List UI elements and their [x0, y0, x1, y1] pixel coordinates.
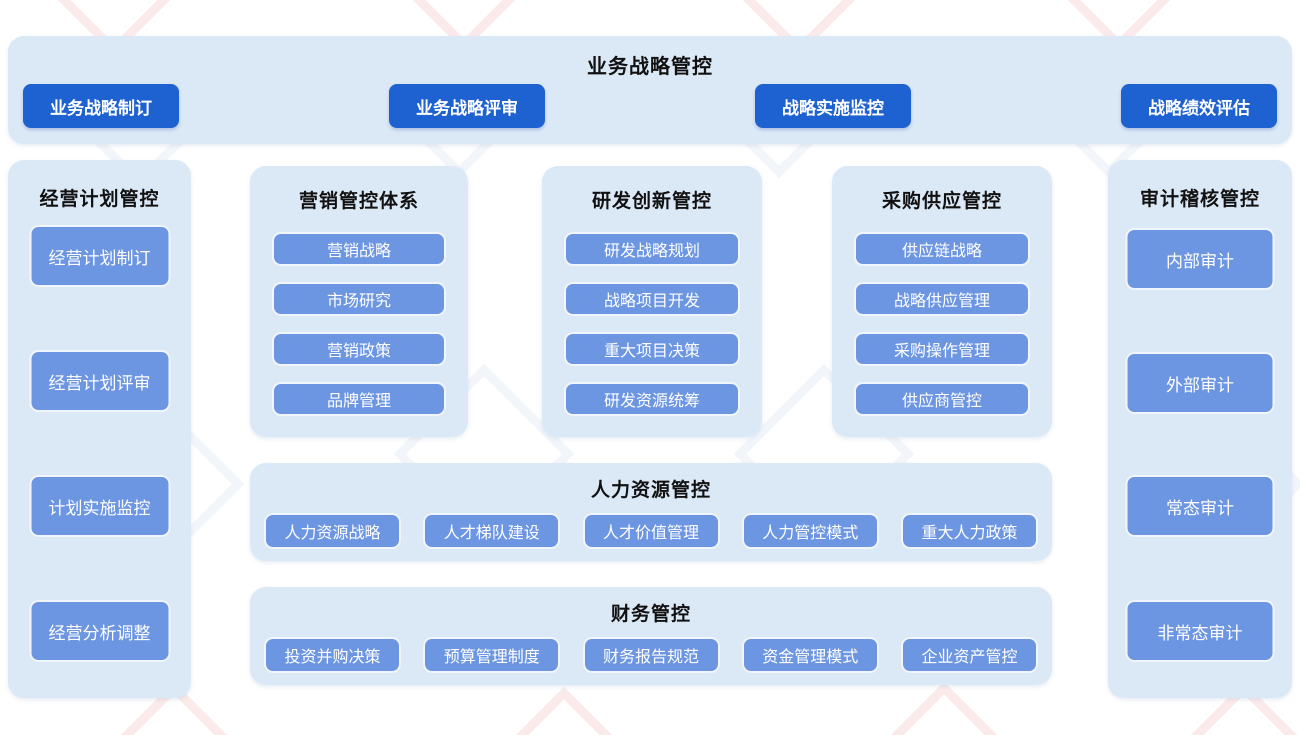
- panel-business-strategy: 业务战略管控 业务战略制订 业务战略评审 战略实施监控 战略绩效评估: [8, 36, 1292, 144]
- box-strategy-review: 业务战略评审: [389, 84, 545, 128]
- box-external-audit: 外部审计: [1125, 352, 1275, 414]
- panel-title: 审计稽核管控: [1139, 189, 1260, 210]
- box-major-project-decision: 重大项目决策: [564, 332, 740, 366]
- box-supply-chain-strategy: 供应链战略: [854, 232, 1030, 266]
- box-plan-review: 经营计划评审: [29, 350, 170, 412]
- box-strategy-formulation: 业务战略制订: [23, 84, 179, 128]
- panel-marketing: 营销管控体系 营销战略 市场研究 营销政策 品牌管理: [250, 166, 468, 437]
- panel-title: 营销管控体系: [298, 191, 419, 212]
- box-enterprise-asset-control: 企业资产管控: [901, 637, 1038, 673]
- box-marketing-strategy: 营销战略: [272, 232, 446, 266]
- box-strategic-project-development: 战略项目开发: [564, 282, 740, 316]
- box-hr-strategy: 人力资源战略: [264, 513, 401, 549]
- box-financial-reporting-standards: 财务报告规范: [582, 637, 720, 673]
- banner-button-row: 业务战略制订 业务战略评审 战略实施监控 战略绩效评估: [23, 84, 1277, 128]
- watermark-diamond: [881, 681, 1007, 735]
- hr-button-row: 人力资源战略 人才梯队建设 人才价值管理 人力管控模式 重大人力政策: [264, 513, 1038, 549]
- box-strategic-supply-management: 战略供应管理: [854, 282, 1030, 316]
- box-strategy-performance-evaluation: 战略绩效评估: [1121, 84, 1277, 128]
- box-operation-analysis-adjustment: 经营分析调整: [29, 600, 170, 662]
- panel-procurement-supply: 采购供应管控 供应链战略 战略供应管理 采购操作管理 供应商管控: [832, 166, 1052, 437]
- box-rd-strategy-planning: 研发战略规划: [564, 232, 740, 266]
- box-procurement-operation-management: 采购操作管理: [854, 332, 1030, 366]
- box-supplier-control: 供应商管控: [854, 382, 1030, 416]
- panel-title: 研发创新管控: [591, 191, 712, 212]
- finance-button-row: 投资并购决策 预算管理制度 财务报告规范 资金管理模式 企业资产管控: [264, 637, 1038, 673]
- panel-finance: 财务管控 投资并购决策 预算管理制度 财务报告规范 资金管理模式 企业资产管控: [250, 587, 1052, 685]
- panel-rd-innovation: 研发创新管控 研发战略规划 战略项目开发 重大项目决策 研发资源统筹: [542, 166, 762, 437]
- box-brand-management: 品牌管理: [272, 382, 446, 416]
- panel-title: 业务战略管控: [587, 56, 713, 78]
- box-marketing-policy: 营销政策: [272, 332, 446, 366]
- box-plan-formulation: 经营计划制订: [29, 225, 170, 287]
- panel-audit-inspection: 审计稽核管控 内部审计 外部审计 常态审计 非常态审计: [1108, 160, 1292, 698]
- box-plan-implementation-monitoring: 计划实施监控: [29, 475, 170, 537]
- box-routine-audit: 常态审计: [1125, 475, 1275, 537]
- box-budget-management-system: 预算管理制度: [423, 637, 561, 673]
- box-talent-pipeline-building: 人才梯队建设: [423, 513, 561, 549]
- box-strategy-implementation-monitoring: 战略实施监控: [755, 84, 911, 128]
- panel-title: 财务管控: [610, 604, 691, 625]
- box-rd-resource-coordination: 研发资源统筹: [564, 382, 740, 416]
- box-investment-ma-decision: 投资并购决策: [264, 637, 401, 673]
- panel-operating-plan: 经营计划管控 经营计划制订 经营计划评审 计划实施监控 经营分析调整: [8, 160, 191, 698]
- panel-title: 采购供应管控: [881, 191, 1002, 212]
- watermark-diamond: [501, 686, 627, 735]
- panel-title: 人力资源管控: [590, 480, 711, 501]
- box-internal-audit: 内部审计: [1125, 228, 1275, 290]
- panel-human-resources: 人力资源管控 人力资源战略 人才梯队建设 人才价值管理 人力管控模式 重大人力政…: [250, 463, 1052, 561]
- box-major-hr-policy: 重大人力政策: [901, 513, 1038, 549]
- box-non-routine-audit: 非常态审计: [1125, 600, 1275, 662]
- box-hr-control-model: 人力管控模式: [741, 513, 879, 549]
- panel-title: 经营计划管控: [39, 189, 160, 210]
- box-market-research: 市场研究: [272, 282, 446, 316]
- box-talent-value-management: 人才价值管理: [582, 513, 720, 549]
- box-capital-management-model: 资金管理模式: [741, 637, 879, 673]
